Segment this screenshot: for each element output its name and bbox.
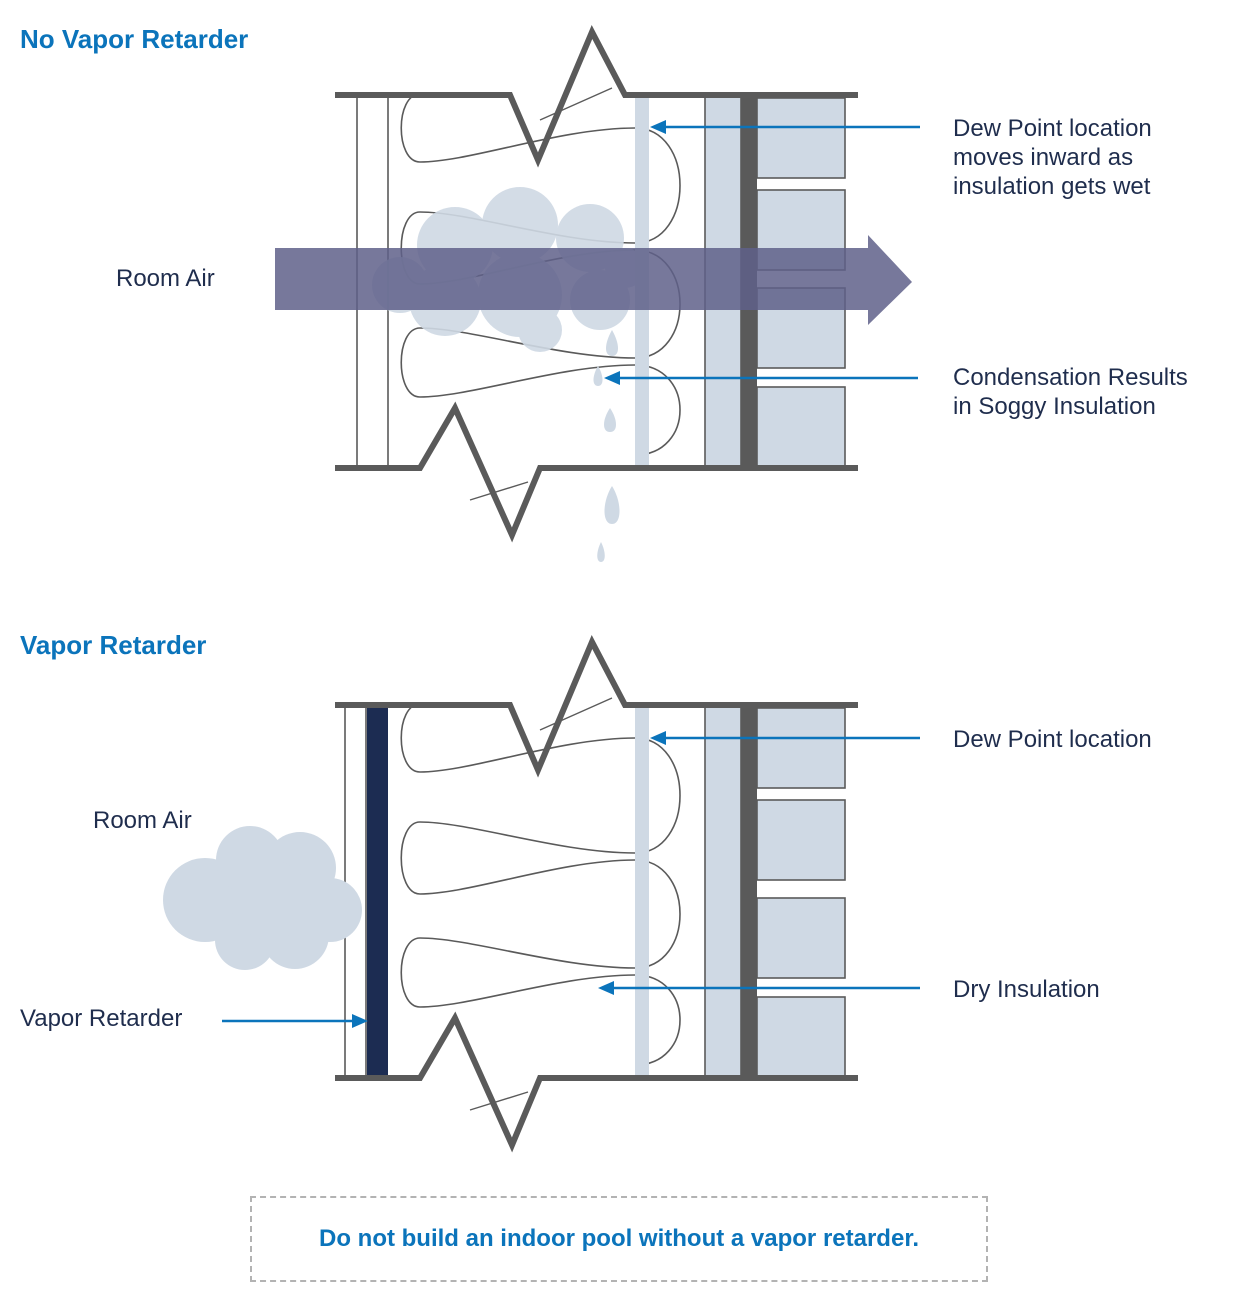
wall-backing — [741, 705, 757, 1078]
warning-note-box: Do not build an indoor pool without a va… — [250, 1196, 988, 1282]
brick-wall-icon — [756, 707, 846, 1078]
dry-insulation-label: Dry Insulation — [953, 976, 1100, 1003]
bottom-plate-break — [335, 401, 858, 543]
top-wall-section — [275, 24, 920, 562]
top-callouts — [604, 120, 920, 385]
dew-point-line-1: Dew Point location — [953, 115, 1152, 142]
top-panel-title: No Vapor Retarder — [20, 24, 249, 54]
vapor-cloud-icon — [163, 826, 362, 970]
top-room-air-label: Room Air — [116, 265, 215, 292]
water-drop-icon — [593, 330, 620, 562]
condensation-label: Condensation Results in Soggy Insulation — [953, 363, 1188, 421]
bottom-room-air-label: Room Air — [93, 807, 192, 834]
condensation-line-2: in Soggy Insulation — [953, 393, 1156, 420]
dew-point-line-2: moves inward as — [953, 144, 1134, 171]
bottom-plate-break — [335, 1011, 858, 1153]
bottom-wall-section — [163, 634, 920, 1153]
dew-point-label: Dew Point location — [953, 726, 1152, 753]
bottom-callouts — [222, 731, 920, 1028]
vapor-retarder-label: Vapor Retarder — [20, 1005, 183, 1032]
vapor-retarder-layer — [367, 705, 388, 1078]
bottom-panel-title: Vapor Retarder — [20, 630, 207, 660]
condensation-line-1: Condensation Results — [953, 364, 1188, 391]
air-flow-arrow-icon — [275, 235, 912, 325]
dew-point-line-3: insulation gets wet — [953, 173, 1151, 200]
top-plate-break — [335, 24, 858, 168]
warning-note-text: Do not build an indoor pool without a va… — [319, 1225, 919, 1252]
top-plate-break — [335, 634, 858, 778]
dew-point-moves-label: Dew Point location moves inward as insul… — [953, 114, 1152, 201]
dew-point-strip — [635, 705, 649, 1078]
sheathing — [704, 704, 742, 1079]
brick-wall-icon — [756, 97, 846, 468]
